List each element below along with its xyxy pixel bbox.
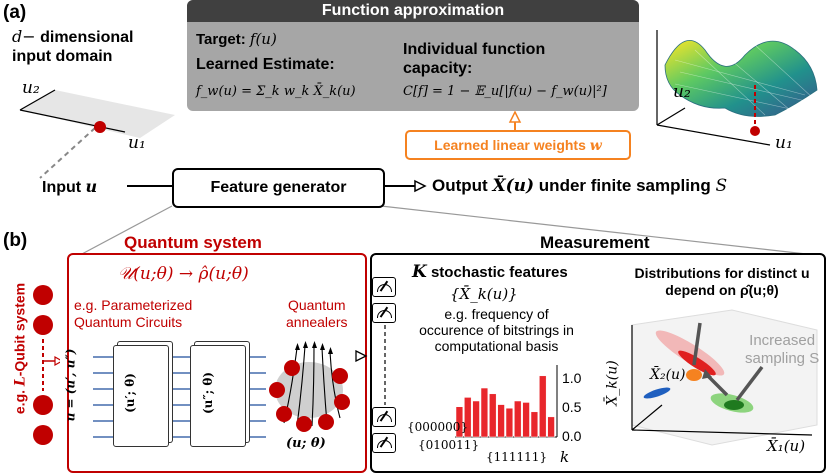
input-domain-title: d− dimensional input domain [12, 27, 134, 65]
meter-icon [372, 433, 396, 453]
capacity-label: Individual function capacity: [403, 41, 546, 77]
surface-axis-u1: u₁ [775, 133, 793, 153]
qubit-dot [33, 315, 53, 335]
histogram-bar [539, 375, 547, 438]
annealer-params-label: (u; θ) [286, 436, 326, 451]
gate-1-label: (u′; θ) [122, 373, 137, 413]
y-tick-1: 1.0 [562, 370, 582, 386]
y-tick-2: 0.5 [562, 399, 582, 415]
x2-axis-label: X̄₂(u) [650, 367, 686, 383]
histogram-bar [497, 404, 505, 438]
gate-2-label: (u″; θ) [201, 371, 216, 415]
quantum-system-title: Quantum system [124, 233, 262, 252]
features-example: e.g. frequency of occurence of bitstring… [419, 306, 574, 354]
input-label: Input u [42, 177, 98, 196]
capacity-expr: C[f] = 1 − 𝔼_u[|f(u) − f_w(u)|²] [403, 84, 607, 99]
output-label: Output X̄(u) under finite sampling S [432, 176, 728, 196]
bitstring-label-3: {111111} [486, 450, 548, 464]
histogram-bar [464, 397, 472, 438]
xk-axis-label: X̄_k(u) [604, 360, 621, 406]
axis-u2-label: u₂ [22, 78, 40, 98]
histogram-bar [522, 402, 530, 438]
histogram-bar [455, 406, 464, 438]
learned-estimate-label: Learned Estimate: [196, 56, 335, 73]
panel-a-label: (a) [3, 2, 27, 23]
annealer-graphic [269, 341, 350, 432]
function-approximation-header: Function approximation [187, 0, 639, 22]
histogram-bar [505, 407, 514, 438]
target-line: Target: f(u) [196, 30, 277, 48]
input-domain-plane [19, 89, 175, 179]
y-tick-3: 0.0 [562, 428, 582, 444]
meter-icon [372, 407, 396, 427]
qs-to-measurement-arrow [355, 350, 368, 362]
bitstring-label-1: {000000} [407, 420, 469, 434]
distributions-label: Distributions for distinct u depend on ρ… [634, 265, 810, 298]
feature-generator-box: Feature generator [172, 168, 385, 208]
surface-axis-u2: u₂ [673, 82, 691, 102]
bitstring-label-2: {010011} [418, 438, 480, 452]
flow-arrows [79, 110, 816, 256]
k-axis-label: k [560, 448, 570, 466]
histogram-bar [472, 400, 480, 438]
measurement-title: Measurement [540, 233, 650, 252]
histogram-bar [489, 393, 497, 438]
learned-estimate-expr: f_w(u) = Σ_k w_k X̄_k(u) [196, 84, 356, 99]
qubit-system-label: e.g. L-Qubit system [11, 282, 29, 415]
histogram-bar [514, 400, 522, 438]
meter-icon [372, 277, 396, 297]
axis-u1-label: u₁ [128, 133, 146, 153]
qubit-dot [33, 425, 53, 445]
features-set: {X̄_k(u)} [450, 285, 518, 303]
increased-sampling-label: Increased sampling S [745, 332, 820, 367]
qubit-dot [33, 395, 53, 415]
histogram-bar [530, 411, 539, 438]
bitstring-histogram [455, 365, 558, 438]
target-surface-plot [656, 30, 818, 146]
qubit-column [0, 255, 60, 470]
feature-space-plot [631, 309, 818, 446]
histogram-bar [480, 387, 489, 438]
input-split-label: u = (u′, u″) [63, 348, 78, 422]
circuit-gate-2 [190, 345, 246, 447]
learned-weights-box: Learned linear weights w [405, 130, 631, 160]
x1-axis-label: X̄₁(u) [767, 437, 806, 455]
circuit-gate-1 [113, 345, 169, 447]
quantum-map-expr: 𝒰(u;θ) → ρ̂(u;θ) [118, 264, 249, 284]
features-title: K stochastic features [412, 262, 568, 282]
panel-b-label: (b) [3, 230, 28, 251]
meter-dashes [384, 325, 386, 405]
meter-icon [372, 303, 396, 323]
qubit-dot [33, 285, 53, 305]
histogram-bar [547, 416, 555, 438]
